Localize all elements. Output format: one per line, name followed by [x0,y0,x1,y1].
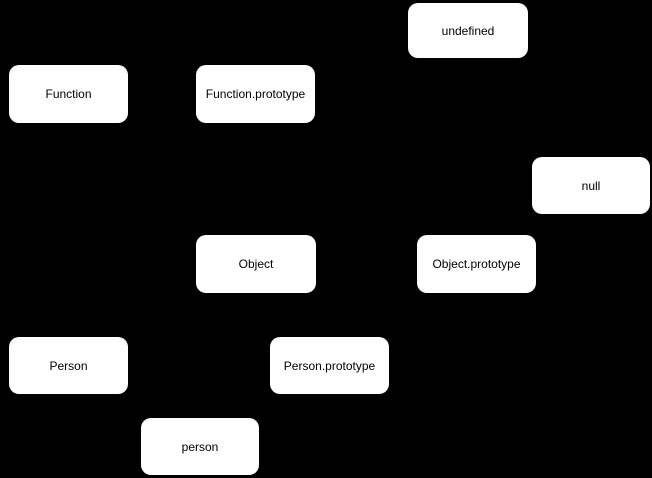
node-label: Function [45,87,92,101]
node-object-prototype[interactable]: Object.prototype [417,235,536,293]
node-label: null [581,178,601,193]
node-function-prototype[interactable]: Function.prototype [196,65,315,123]
node-label: undefined [441,23,495,38]
node-person-constructor[interactable]: Person [9,337,128,394]
node-label: Object.prototype [432,257,521,271]
node-label: Function.prototype [205,87,306,101]
node-undefined[interactable]: undefined [408,3,528,58]
node-person-prototype[interactable]: Person.prototype [270,337,389,394]
node-label: Object [238,257,274,271]
node-null[interactable]: null [532,157,650,214]
node-label: Person.prototype [283,358,376,373]
node-object[interactable]: Object [196,235,316,293]
node-person-instance[interactable]: person [141,418,259,475]
node-label: Person [49,358,88,373]
node-label: person [181,439,219,454]
node-function[interactable]: Function [9,65,128,123]
